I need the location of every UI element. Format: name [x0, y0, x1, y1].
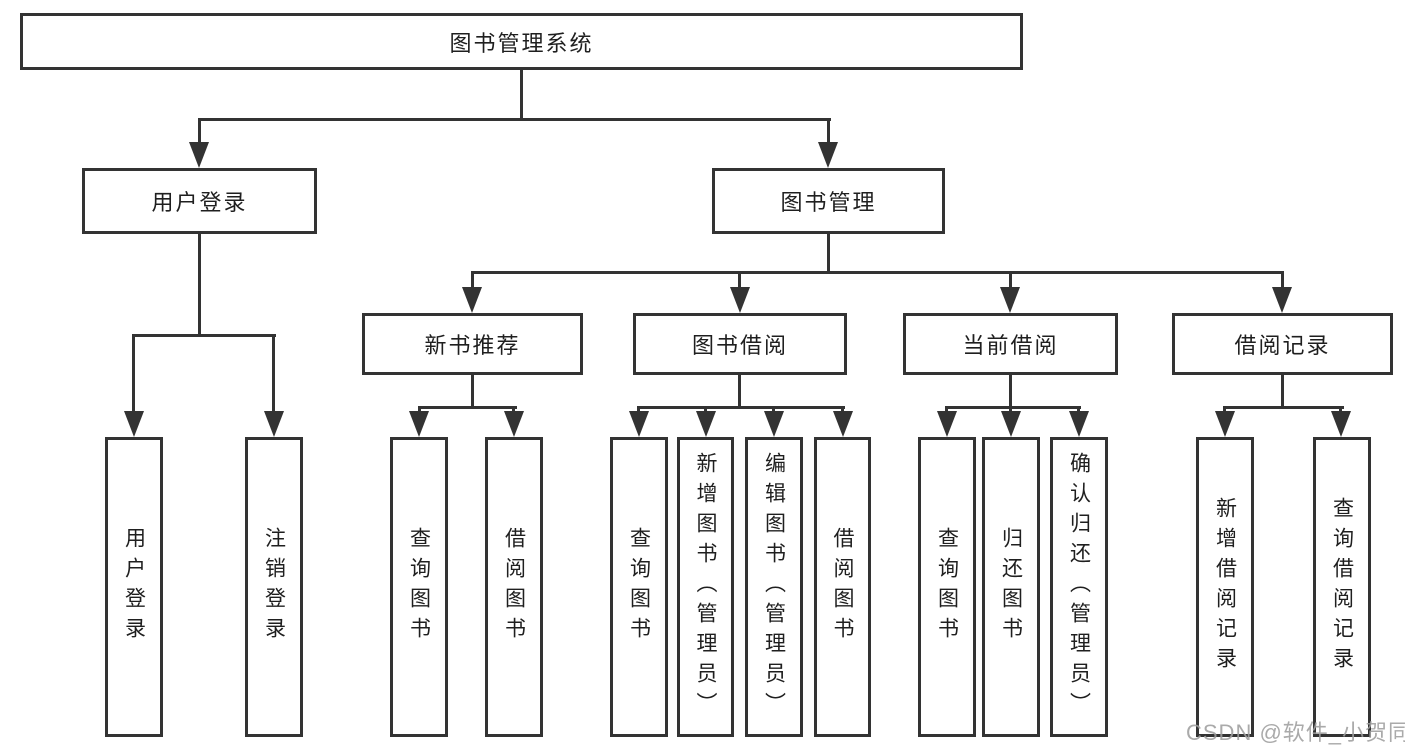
arrowhead-down	[1331, 411, 1351, 437]
connector-line	[471, 375, 474, 409]
connector-line	[1009, 271, 1012, 289]
leaf-confirm-return-admin: 确认归还（管理员）	[1050, 437, 1108, 737]
connector-line	[512, 406, 515, 413]
leaf-add-borrow-record: 新增借阅记录	[1196, 437, 1254, 737]
leaf-edit-books-admin: 编辑图书（管理员）	[745, 437, 803, 737]
connector-line	[738, 271, 741, 289]
leaf-query-borrow-record: 查询借阅记录	[1313, 437, 1371, 737]
connector-line	[1009, 375, 1012, 412]
connector-line	[841, 406, 844, 413]
leaf-query-books-recommend: 查询图书	[390, 437, 448, 737]
arrowhead-down	[1272, 287, 1292, 313]
arrowhead-down	[833, 411, 853, 437]
connector-line	[738, 375, 741, 409]
leaf-query-books-current: 查询图书	[918, 437, 976, 737]
connector-line	[471, 271, 474, 289]
node-new-book-recommend: 新书推荐	[362, 313, 583, 375]
connector-line	[1077, 406, 1080, 413]
leaf-borrow-books: 借阅图书	[814, 437, 871, 737]
leaf-add-books-admin: 新增图书（管理员）	[677, 437, 734, 737]
node-library-system: 图书管理系统	[20, 13, 1023, 70]
connector-line	[637, 406, 640, 413]
leaf-borrow-books-recommend: 借阅图书	[485, 437, 543, 737]
node-borrow-records: 借阅记录	[1172, 313, 1393, 375]
csdn-watermark: CSDN @软件_小贺同学	[1186, 720, 1405, 745]
arrowhead-down	[264, 411, 284, 437]
node-book-management: 图书管理	[712, 168, 945, 234]
leaf-logout: 注销登录	[245, 437, 303, 737]
arrowhead-down	[462, 287, 482, 313]
connector-line	[945, 406, 948, 413]
connector-line	[198, 118, 831, 121]
arrowhead-down	[818, 142, 838, 168]
connector-line	[133, 334, 276, 337]
arrowhead-down	[764, 411, 784, 437]
connector-line	[827, 233, 830, 274]
arrowhead-down	[1215, 411, 1235, 437]
connector-line	[946, 406, 1081, 409]
arrowhead-down	[124, 411, 144, 437]
connector-line	[471, 271, 1284, 274]
arrowhead-down	[504, 411, 524, 437]
node-book-borrow: 图书借阅	[633, 313, 847, 375]
arrowhead-down	[1069, 411, 1089, 437]
arrowhead-down	[409, 411, 429, 437]
connector-line	[520, 69, 523, 118]
connector-line	[132, 334, 135, 412]
arrowhead-down	[696, 411, 716, 437]
arrowhead-down	[937, 411, 957, 437]
arrowhead-down	[629, 411, 649, 437]
leaf-query-books-borrow: 查询图书	[610, 437, 668, 737]
arrowhead-down	[1000, 287, 1020, 313]
connector-line	[198, 233, 201, 337]
arrowhead-down	[730, 287, 750, 313]
node-current-borrow: 当前借阅	[903, 313, 1118, 375]
connector-line	[1281, 375, 1284, 409]
connector-line	[704, 406, 707, 413]
connector-line	[418, 406, 421, 413]
connector-line	[418, 406, 517, 409]
connector-line	[772, 406, 775, 413]
connector-line	[272, 334, 275, 412]
connector-line	[638, 406, 845, 409]
arrowhead-down	[1001, 411, 1021, 437]
arrowhead-down	[189, 142, 209, 168]
connector-line	[1339, 406, 1342, 413]
leaf-user-login: 用户登录	[105, 437, 163, 737]
connector-line	[1224, 406, 1344, 409]
node-user-login: 用户登录	[82, 168, 317, 234]
connector-line	[1281, 271, 1284, 289]
leaf-return-books: 归还图书	[982, 437, 1040, 737]
connector-line	[198, 118, 201, 144]
connector-line	[827, 118, 830, 144]
connector-line	[1223, 406, 1226, 413]
